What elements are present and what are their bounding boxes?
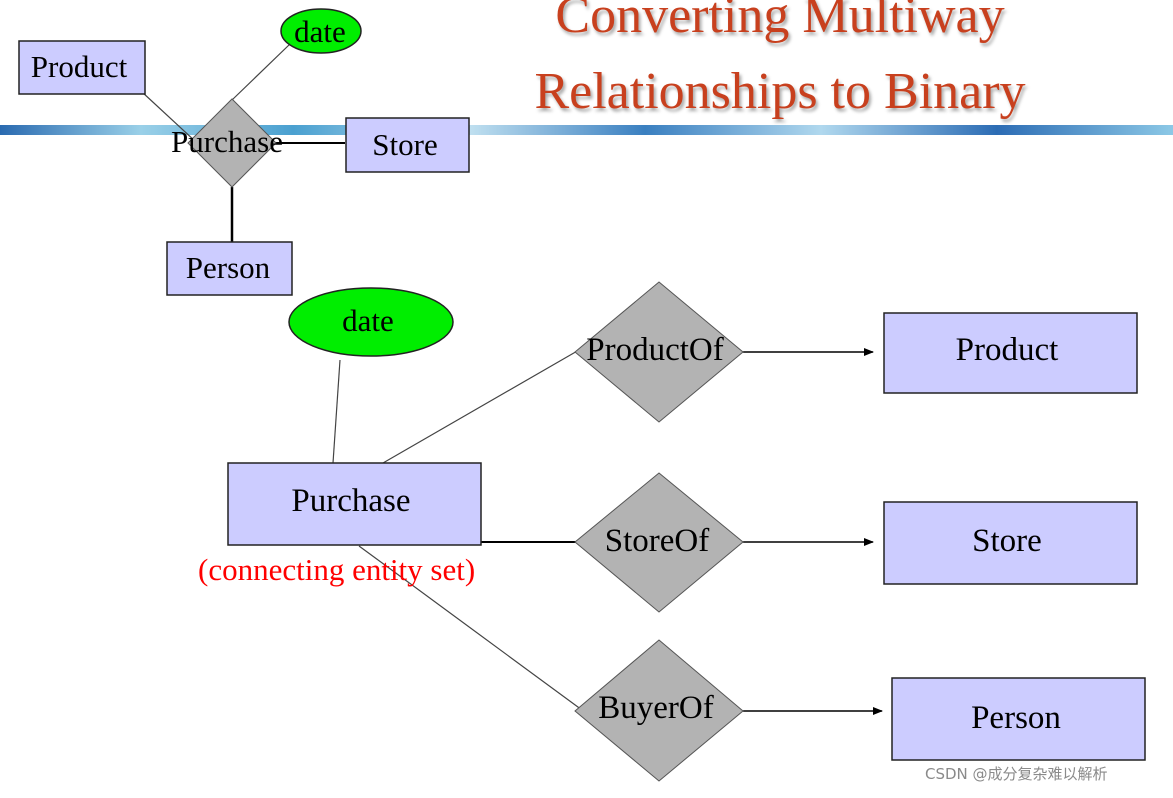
slide-title: Converting Multiway Relationships to Bin… xyxy=(440,0,1120,130)
entity-label-product-bottom: Product xyxy=(956,332,1059,368)
edge-product-purchase xyxy=(141,91,197,143)
relationship-label-buyerof: BuyerOf xyxy=(598,690,713,726)
edge-date-purchase-bottom xyxy=(332,359,341,464)
header-band xyxy=(0,125,1173,135)
entity-label-store-bottom: Store xyxy=(972,523,1042,559)
entity-person-bottom xyxy=(891,677,1146,761)
entity-person-top xyxy=(166,241,293,296)
attribute-date-top xyxy=(280,8,362,54)
edge-purchase-buyerof xyxy=(358,545,583,711)
relationship-diamond-productof xyxy=(574,281,744,423)
entity-product-bottom xyxy=(883,312,1138,394)
relationship-diamond-buyerof xyxy=(574,639,744,782)
attribute-label-date-top: date xyxy=(294,14,346,49)
entity-label-person-bottom: Person xyxy=(971,700,1061,736)
entity-label-purchase-connecting: Purchase xyxy=(291,483,410,519)
relationship-label-purchase: Purchase xyxy=(171,124,283,159)
connecting-entity-caption: (connecting entity set) xyxy=(198,552,476,587)
entity-label-product-top: Product xyxy=(31,49,128,84)
entity-store-top xyxy=(345,117,470,173)
edge-date-purchase xyxy=(231,43,291,101)
attribute-label-date-bottom: date xyxy=(342,303,394,338)
attribute-date-bottom xyxy=(288,287,454,357)
entity-product-top xyxy=(18,40,146,95)
relationship-label-productof: ProductOf xyxy=(586,332,723,368)
relationship-label-storeof: StoreOf xyxy=(605,523,709,559)
edge-purchase-productof xyxy=(382,349,580,464)
watermark-text: CSDN @成分复杂难以解析 xyxy=(925,765,1108,783)
entity-label-store-top: Store xyxy=(372,127,437,162)
relationship-diamond-purchase xyxy=(187,98,277,188)
slide-title-line-1: Converting Multiway xyxy=(555,0,1005,44)
entity-label-person-top: Person xyxy=(186,250,271,285)
entity-purchase-connecting xyxy=(227,462,482,546)
slide-title-line-2: Relationships to Binary xyxy=(534,63,1026,120)
relationship-diamond-storeof xyxy=(574,472,744,613)
entity-store-bottom xyxy=(883,501,1138,585)
